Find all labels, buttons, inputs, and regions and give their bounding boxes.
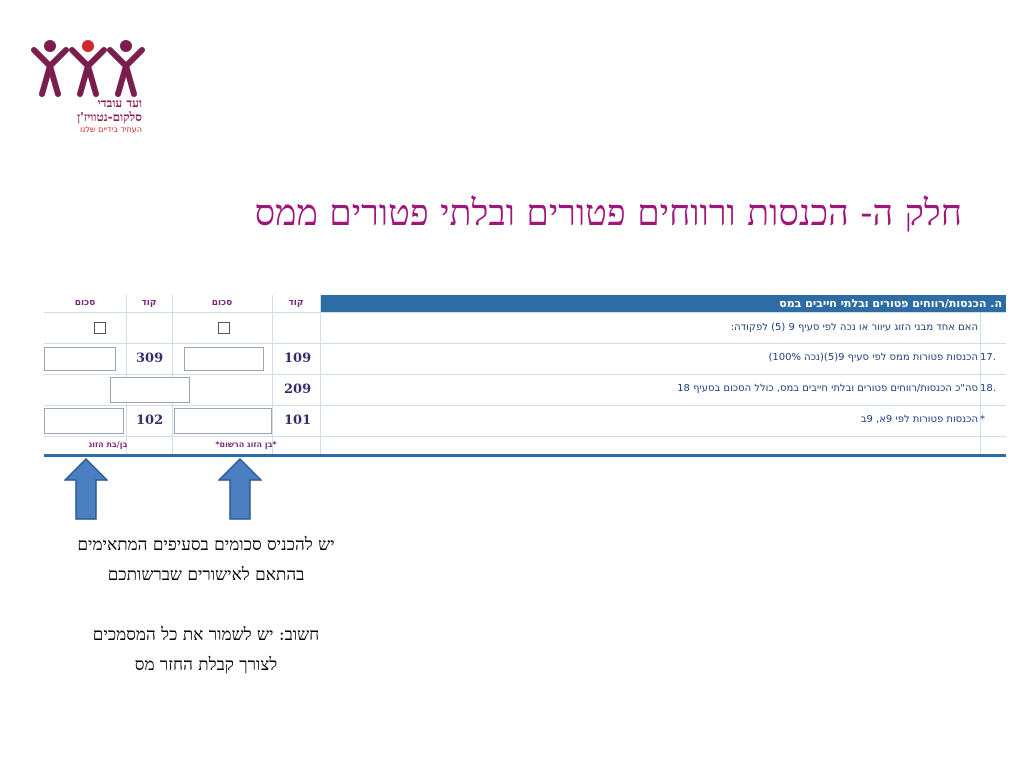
field-code: 309	[136, 351, 164, 366]
row-label: הכנסות פטורות ממס לפי סעיף 9(5)(נכה 100%…	[768, 352, 979, 363]
col-header-amount-left: סכום	[74, 298, 96, 308]
divider	[44, 436, 1006, 437]
row-number: 18.	[980, 383, 996, 394]
arrow-up-icon	[218, 458, 262, 520]
logo-people-icon	[31, 40, 145, 97]
arrow-up-icon	[64, 458, 108, 520]
divider	[44, 405, 1006, 406]
col-header-code-right: קוד	[288, 298, 304, 308]
col-header-amount-right: סכום	[211, 298, 233, 308]
row-label: האם אחד מבני הזוג עיוור או נכה לפי סעיף …	[730, 322, 978, 333]
logo-text: ועד עובדי סלקום-נטוויז'ן העתיד בידיים של…	[28, 96, 142, 135]
field-code: 101	[284, 413, 312, 428]
divider	[44, 374, 1006, 375]
spouse-disabled-checkbox[interactable]	[94, 322, 106, 334]
field-code: 109	[284, 351, 312, 366]
tax-form-section: ה. הכנסות/רווחים פטורים ובלתי חייבים במס…	[44, 295, 1006, 457]
registered-spouse-label: *בן הזוג הרשום*	[215, 440, 277, 449]
row-number: *	[980, 414, 985, 425]
section-header-bar: ה. הכנסות/רווחים פטורים ובלתי חייבים במס	[320, 295, 1006, 312]
divider	[44, 343, 1006, 344]
section-footer-bar	[44, 454, 1006, 457]
amount-input-101[interactable]	[174, 408, 272, 434]
registered-spouse-disabled-checkbox[interactable]	[218, 322, 230, 334]
divider	[172, 295, 173, 454]
divider	[44, 312, 1006, 313]
divider	[126, 295, 127, 454]
section-header-title: ה. הכנסות/רווחים פטורים ובלתי חייבים במס	[779, 297, 1002, 310]
logo-line-2: סלקום-נטוויז'ן	[77, 110, 142, 124]
divider	[980, 312, 981, 454]
slide-title: חלק ה- הכנסות ורווחים פטורים ובלתי פטורי…	[254, 193, 962, 234]
row-label: סה"כ הכנסות/רווחים פטורים ובלתי חייבים ב…	[677, 383, 978, 394]
instruction-line-2: בהתאם לאישורים שברשותכם	[107, 565, 305, 585]
row-label: הכנסות פטורות לפי 9א, 9ב	[860, 414, 978, 425]
divider	[272, 295, 273, 454]
divider	[320, 295, 321, 454]
important-note-line-2: לצורך קבלת החזר מס	[134, 655, 278, 675]
logo-tagline: העתיד בידיים שלנו	[80, 125, 142, 134]
amount-input-309[interactable]	[44, 347, 116, 371]
instruction-line-1: יש להכניס סכומים בסעיפים המתאימים	[77, 535, 335, 555]
spouse-label: בן/בת הזוג	[88, 440, 128, 449]
total-amount-input-209[interactable]	[110, 377, 190, 403]
amount-input-102[interactable]	[44, 408, 124, 434]
col-header-code-left: קוד	[141, 298, 157, 308]
important-note-line-1: חשוב: יש לשמור את כל המסמכים	[92, 625, 320, 645]
field-code: 102	[136, 413, 164, 428]
field-code: 209	[284, 382, 312, 397]
logo-line-1: ועד עובדי	[97, 96, 142, 110]
row-number: 17.	[980, 352, 996, 363]
amount-input-109[interactable]	[184, 347, 264, 371]
